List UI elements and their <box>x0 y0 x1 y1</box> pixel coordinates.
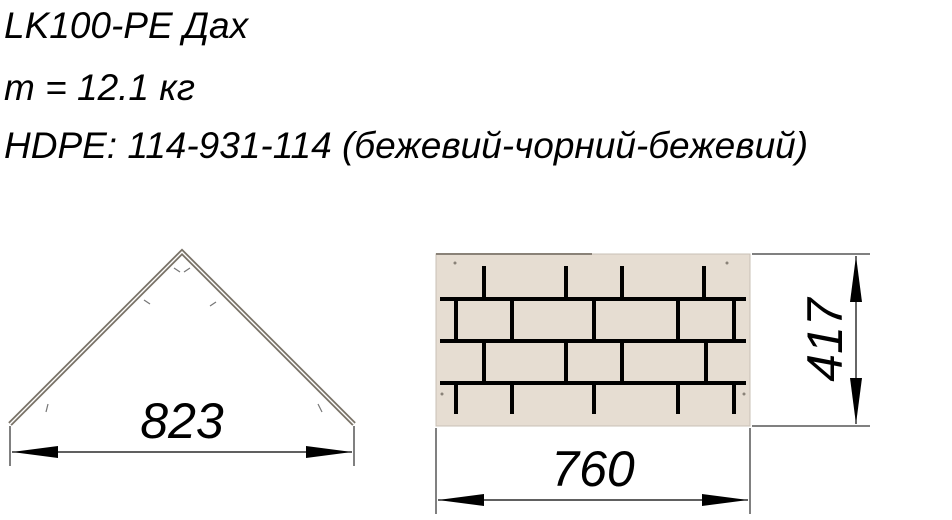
width-arrow-left <box>438 494 484 506</box>
fastener-marks <box>440 261 746 396</box>
mortar-vertical <box>454 266 736 414</box>
roof-profile-inner <box>9 251 355 425</box>
width-dimension-label: 760 <box>551 441 635 497</box>
material-label: HDPE: 114-931-114 (бежевий-чорний-бежеви… <box>4 125 809 166</box>
span-arrow-right <box>306 446 352 458</box>
roof-ribs <box>45 267 323 413</box>
product-title: LK100-PE Дах <box>4 5 249 46</box>
roof-profile: 823 <box>8 248 356 466</box>
span-arrow-left <box>12 446 58 458</box>
brick-panel: 760 417 <box>435 253 870 514</box>
height-arrow-top <box>850 256 862 302</box>
height-dimension-label: 417 <box>797 296 853 382</box>
mass-label: m = 12.1 кг <box>4 67 195 108</box>
span-dimension-label: 823 <box>140 393 224 449</box>
height-arrow-bottom <box>850 378 862 424</box>
width-arrow-right <box>702 494 748 506</box>
